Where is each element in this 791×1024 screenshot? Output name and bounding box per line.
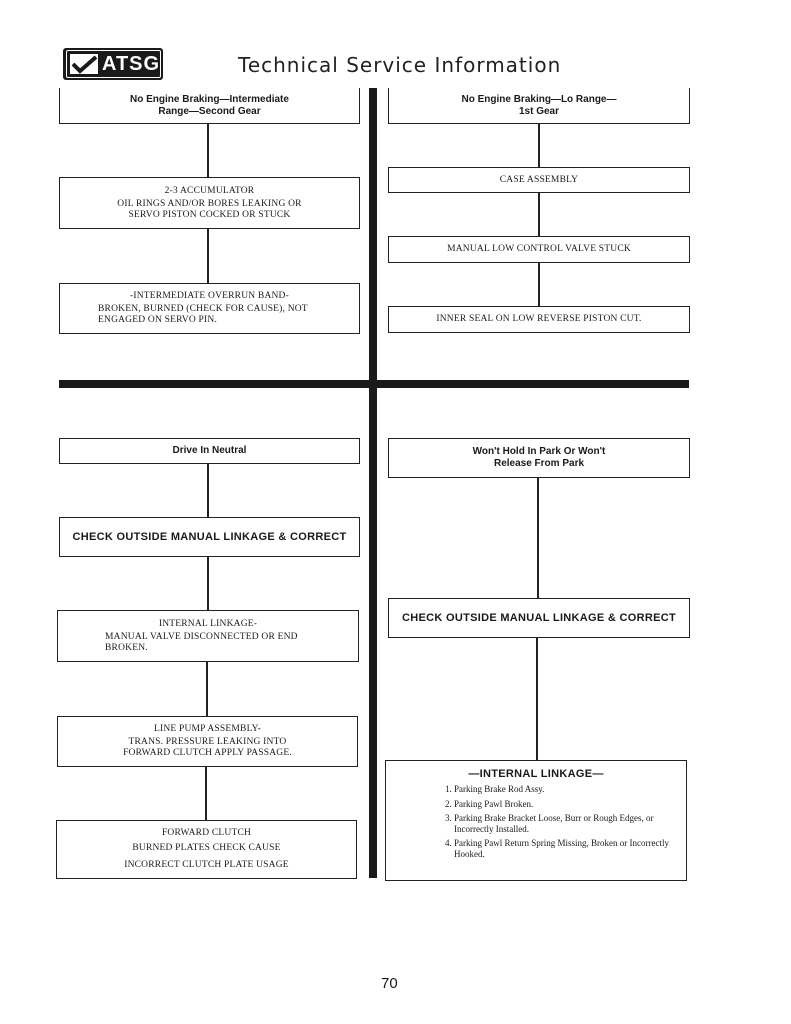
connector [207, 123, 209, 178]
step-text: BURNED PLATES CHECK CAUSE [132, 843, 281, 853]
heading-line: No Engine Braking—Intermediate [130, 93, 289, 105]
flowchart-heading-drive-neutral: Drive In Neutral [59, 438, 360, 464]
step-text: CASE ASSEMBLY [499, 174, 579, 185]
heading-line: No Engine Braking—Lo Range— [461, 93, 617, 105]
step-title: LINE PUMP ASSEMBLY- [153, 724, 261, 734]
connector [536, 637, 538, 761]
connector [538, 262, 540, 307]
step-text: INNER SEAL ON LOW REVERSE PISTON CUT. [436, 314, 642, 324]
step-title: 2-3 ACCUMULATOR [164, 185, 255, 196]
connector [207, 228, 209, 284]
step-text: FORWARD CLUTCH APPLY PASSAGE. [123, 748, 292, 758]
heading-line: Drive In Neutral [172, 445, 247, 456]
atsg-logo: ATSG [63, 48, 163, 80]
step-text: OIL RINGS AND/OR BORES LEAKING OR [117, 198, 302, 209]
step-accumulator: 2-3 ACCUMULATOR OIL RINGS AND/OR BORES L… [59, 177, 360, 229]
step-text: CHECK OUTSIDE MANUAL LINKAGE & CORRECT [402, 612, 676, 624]
connector [205, 766, 207, 821]
heading-line: 1st Gear [518, 105, 560, 117]
checkmark-icon [70, 54, 98, 74]
list-item: Parking Brake Bracket Loose, Burr or Rou… [454, 813, 676, 834]
step-case-assembly: CASE ASSEMBLY [388, 167, 690, 193]
horizontal-divider [59, 380, 689, 388]
step-check-linkage: CHECK OUTSIDE MANUAL LINKAGE & CORRECT [59, 517, 360, 557]
step-internal-linkage-park: —INTERNAL LINKAGE— Parking Brake Rod Ass… [385, 760, 687, 881]
list-item: Parking Pawl Return Spring Missing, Brok… [454, 838, 676, 859]
page-number: 70 [381, 975, 398, 992]
step-text: BROKEN. [105, 642, 148, 653]
step-check-linkage-park: CHECK OUTSIDE MANUAL LINKAGE & CORRECT [388, 598, 690, 638]
heading-line: Won't Hold In Park Or Won't [472, 446, 606, 457]
connector [207, 463, 209, 518]
vertical-divider [369, 88, 377, 878]
step-title: —INTERNAL LINKAGE— [468, 768, 604, 780]
heading-line: Release From Park [493, 458, 585, 469]
step-internal-linkage: INTERNAL LINKAGE- MANUAL VALVE DISCONNEC… [57, 610, 359, 662]
list-item: Parking Pawl Broken. [454, 799, 676, 810]
step-forward-clutch: FORWARD CLUTCH BURNED PLATES CHECK CAUSE… [56, 820, 357, 879]
step-line-pump: LINE PUMP ASSEMBLY- TRANS. PRESSURE LEAK… [57, 716, 358, 767]
connector [207, 556, 209, 611]
step-text: ENGAGED ON SERVO PIN. [98, 315, 218, 325]
step-title: FORWARD CLUTCH [161, 828, 252, 838]
connector [538, 123, 540, 168]
step-manual-low-valve: MANUAL LOW CONTROL VALVE STUCK [388, 236, 690, 263]
page-title: Technical Service Information [238, 53, 562, 77]
step-overrun-band: -INTERMEDIATE OVERRUN BAND- BROKEN, BURN… [59, 283, 360, 334]
step-text: BROKEN, BURNED (CHECK FOR CAUSE), NOT [98, 304, 308, 314]
step-text: MANUAL VALVE DISCONNECTED OR END [105, 631, 298, 642]
list-item: Parking Brake Rod Assy. [454, 784, 676, 795]
flowchart-heading-lo-range: No Engine Braking—Lo Range— 1st Gear [388, 88, 690, 124]
step-text: CHECK OUTSIDE MANUAL LINKAGE & CORRECT [72, 531, 347, 543]
internal-linkage-list: Parking Brake Rod Assy. Parking Pawl Bro… [386, 784, 686, 863]
step-title: -INTERMEDIATE OVERRUN BAND- [130, 291, 289, 301]
flowchart-heading-park: Won't Hold In Park Or Won't Release From… [388, 438, 690, 478]
step-inner-seal: INNER SEAL ON LOW REVERSE PISTON CUT. [388, 306, 690, 333]
logo-text: ATSG [102, 52, 161, 75]
step-text: SERVO PISTON COCKED OR STUCK [128, 209, 291, 220]
step-text: INCORRECT CLUTCH PLATE USAGE [124, 860, 289, 870]
step-text: TRANS. PRESSURE LEAKING INTO [128, 737, 287, 747]
connector [538, 192, 540, 237]
flowchart-heading-intermediate: No Engine Braking—Intermediate Range—Sec… [59, 88, 360, 124]
connector [206, 661, 208, 717]
step-text: MANUAL LOW CONTROL VALVE STUCK [447, 244, 631, 254]
heading-line: Range—Second Gear [158, 105, 261, 117]
connector [537, 477, 539, 599]
step-title: INTERNAL LINKAGE- [158, 618, 258, 629]
